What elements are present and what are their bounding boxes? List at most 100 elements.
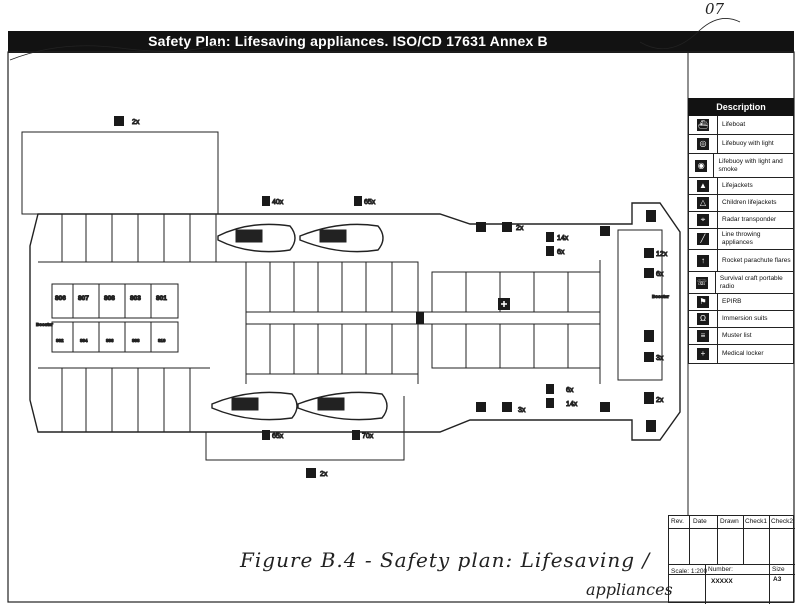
legend-label: Medical locker	[722, 350, 764, 357]
lifejacket-icon: ▲	[697, 180, 709, 192]
medical-cross-icon	[501, 301, 507, 307]
cabins-fore	[431, 260, 601, 384]
lifejacket-icon	[546, 232, 554, 242]
count-label: 14x	[557, 235, 569, 242]
tb-number: XXXXX	[711, 578, 733, 585]
epirb-icon	[646, 210, 656, 222]
muster-list-icon	[416, 312, 424, 324]
legend-icon-cell: ⛴	[689, 116, 718, 134]
legend-table: Description ⛴ Lifeboat ◎ Lifebuoy with ligh…	[688, 98, 794, 364]
lifebuoy-icon	[476, 402, 486, 412]
count-label: 40x	[272, 199, 284, 206]
legend-icon-cell: +	[689, 345, 718, 363]
count-label: 2x	[320, 471, 328, 478]
legend-row: ⛴ Lifeboat	[688, 116, 794, 135]
lifebuoy-light-icon: ◎	[697, 138, 709, 150]
lifejacket-icon	[546, 398, 554, 408]
title-block: Rev. Date Drawn Check1 Check2 Scale: 1:2…	[668, 515, 795, 604]
legend-header: Description	[688, 98, 794, 116]
muster-list-icon: ≡	[697, 330, 709, 342]
room-number: 806	[55, 295, 66, 302]
legend-row: Ω Immersion suits	[688, 311, 794, 328]
immersion-suit-icon	[644, 392, 654, 404]
count-label: 6x	[566, 387, 574, 394]
legend-icon-cell: ◉	[689, 154, 715, 177]
embarkation-area-bottom	[205, 396, 405, 461]
page-title: Safety Plan: Lifesaving appliances. ISO/…	[148, 33, 548, 49]
line-throwing-icon: ╱	[696, 233, 709, 245]
legend-row: ╱ Line throwing appliances	[688, 229, 794, 250]
legend-label: Lifebuoy with light and smoke	[718, 157, 783, 173]
cabins-lower-aft	[38, 367, 210, 432]
legend-label: Lifebuoy with light	[722, 140, 774, 147]
portable-radio-icon: ☏	[695, 276, 708, 289]
count-label: 65x	[364, 199, 376, 206]
lifeboat-bottom-2	[297, 391, 388, 421]
booster-label: Booster	[652, 294, 669, 299]
forecastle-structure	[617, 229, 663, 381]
tb-header-rev: Rev.	[671, 518, 684, 525]
tb-size: A3	[773, 576, 782, 583]
lifejacket-icon	[262, 196, 270, 206]
legend-label: Lifeboat	[722, 121, 746, 128]
legend-label: Muster list	[722, 332, 752, 339]
count-label: 3x	[518, 407, 526, 414]
legend-label: Lifejackets	[722, 182, 753, 189]
count-label: 70x	[362, 433, 374, 440]
lifebuoy-icon	[476, 222, 486, 232]
lifejacket-icon	[262, 430, 270, 440]
tb-header-check2: Check2	[771, 518, 794, 525]
lifejacket-icon	[352, 430, 360, 440]
legend-label: Line throwing appliances	[721, 231, 761, 246]
count-label: 2x	[516, 225, 524, 232]
legend-row: △Children lifejackets	[688, 195, 794, 212]
legend-row: ↑Rocket parachute flares	[688, 250, 794, 272]
figure-caption-cont: appliances	[586, 580, 673, 599]
legend-label: Radar transponder	[722, 216, 777, 223]
room-number: 806	[106, 338, 114, 343]
lifeboat-icon: ⛴	[697, 119, 709, 131]
legend-icon-cell: ⌖	[689, 212, 718, 228]
tb-header-date: Date	[693, 518, 707, 525]
line-throwing-icon	[644, 268, 654, 278]
legend-icon-cell: ╱	[689, 229, 718, 249]
rocket-flare-icon: ↑	[697, 254, 709, 267]
legend-row: ☏Survival craft portable radio	[688, 272, 794, 294]
tb-scale: Scale: 1:200	[671, 568, 708, 575]
page-frame	[7, 51, 795, 603]
immersion-suit-icon: Ω	[697, 313, 709, 325]
legend-icon-cell: ▲	[689, 178, 718, 194]
legend-icon-cell: ☏	[689, 272, 716, 293]
child-lifejacket-icon: △	[697, 197, 709, 209]
lifebuoy-smoke-icon	[502, 402, 512, 412]
room-number: 810	[158, 338, 166, 343]
legend-icon-cell: ◎	[689, 135, 718, 153]
count-label: 65x	[272, 433, 284, 440]
count-label: 2x	[656, 397, 664, 404]
embarkation-area-top	[21, 131, 219, 215]
figure-caption: Figure B.4 - Safety plan: Lifesaving /	[240, 548, 651, 572]
legend-row: ◉Lifebuoy with light and smoke	[688, 154, 794, 178]
child-lifejacket-icon	[546, 246, 554, 256]
medical-locker-icon: +	[697, 348, 709, 360]
lifeboat-top-2	[299, 223, 384, 253]
count-label: 12x	[656, 251, 668, 258]
room-number: 803	[130, 295, 141, 302]
epirb-icon	[646, 420, 656, 432]
legend-row: ⚑EPIRB	[688, 294, 794, 311]
rocket-flare-icon	[644, 330, 654, 342]
room-number: 808	[104, 295, 115, 302]
count-label: 3x	[656, 355, 664, 362]
room-number: 804	[80, 338, 88, 343]
tb-header-drawn: Drawn	[720, 518, 739, 525]
legend-icon-cell: ⚑	[689, 294, 718, 310]
count-label: 6x	[557, 249, 565, 256]
lifebuoy-smoke-icon	[502, 222, 512, 232]
legend-label: Immersion suits	[722, 315, 768, 322]
cabins-midship	[245, 261, 419, 375]
room-number: 801	[156, 295, 167, 302]
count-label: 6x	[656, 271, 664, 278]
page-number: 07	[705, 0, 725, 18]
legend-row: ◎ Lifebuoy with light	[688, 135, 794, 154]
legend-row: + Medical locker	[688, 345, 794, 364]
